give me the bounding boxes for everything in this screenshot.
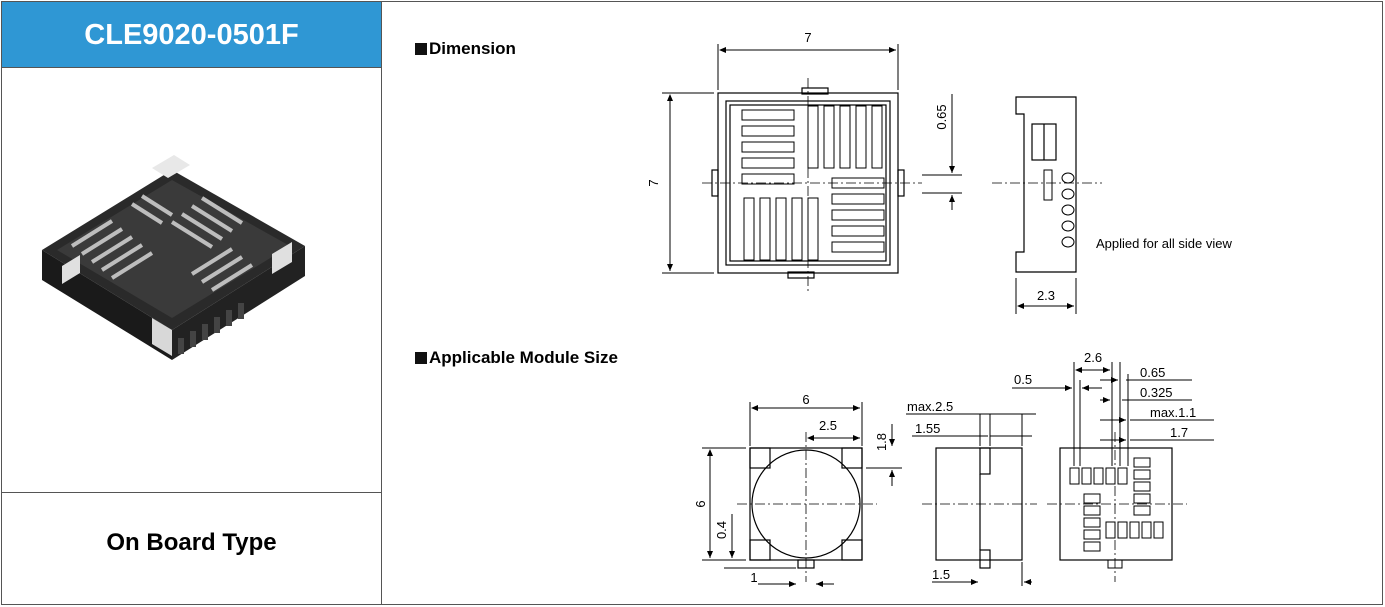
dim-side-tab-label: 1.5 — [932, 567, 950, 582]
dim-pad — [1012, 362, 1214, 466]
dim-module-half-label: 2.5 — [819, 418, 837, 433]
dim-module-corner-label: 1.8 — [874, 433, 889, 451]
dim-body-thickness-label: 1.55 — [915, 421, 940, 436]
dimension-heading-text: Dimension — [429, 39, 516, 58]
module-size-heading: Applicable Module Size — [415, 348, 618, 368]
dim-pad-span-label: 2.6 — [1084, 350, 1102, 365]
dim-pitch — [922, 94, 962, 210]
module-front-drawing — [737, 432, 877, 582]
side-view-note: Applied for all side view — [1096, 236, 1232, 251]
dimension-heading: Dimension — [415, 39, 516, 59]
dim-pad-half-label: 0.325 — [1140, 385, 1173, 400]
part-number-title: CLE9020-0501F — [2, 2, 381, 68]
dim-module-side — [906, 413, 1036, 586]
dim-left-height — [662, 92, 714, 274]
module-size-heading-text: Applicable Module Size — [429, 348, 618, 367]
dim-pad-max-label: max.1.1 — [1150, 405, 1196, 420]
top-view-drawing — [702, 78, 922, 292]
module-pad-drawing — [1047, 432, 1187, 582]
dim-side-depth-label: 2.3 — [1037, 288, 1055, 303]
dim-module-height-label: 6 — [693, 500, 708, 507]
dim-module-height — [702, 447, 796, 569]
dim-top-width-label: 7 — [804, 30, 811, 45]
dim-side-depth — [1015, 278, 1077, 314]
dim-module-offset-label: 0.4 — [714, 521, 729, 539]
board-type-label: On Board Type — [106, 529, 277, 556]
dim-module-width-label: 6 — [802, 392, 809, 407]
dim-module-width — [749, 402, 863, 446]
dim-top-width — [717, 44, 899, 90]
dim-pad-pitch-label: 0.65 — [1140, 365, 1165, 380]
dim-module-tab-label: 1 — [750, 570, 757, 585]
dim-module-corner — [866, 424, 902, 486]
dim-pitch-label: 0.65 — [934, 104, 949, 129]
side-view-drawing — [992, 96, 1102, 273]
dim-pad-len-label: 1.7 — [1170, 425, 1188, 440]
module-side-drawing — [922, 447, 1037, 569]
product-photo — [2, 68, 381, 493]
left-panel: CLE9020-0501F — [2, 2, 382, 604]
dim-left-height-label: 7 — [646, 179, 661, 186]
dim-max-thickness-label: max.2.5 — [907, 399, 953, 414]
connector-photo-illustration — [42, 155, 305, 360]
dim-pad-pitch-small-label: 0.5 — [1014, 372, 1032, 387]
